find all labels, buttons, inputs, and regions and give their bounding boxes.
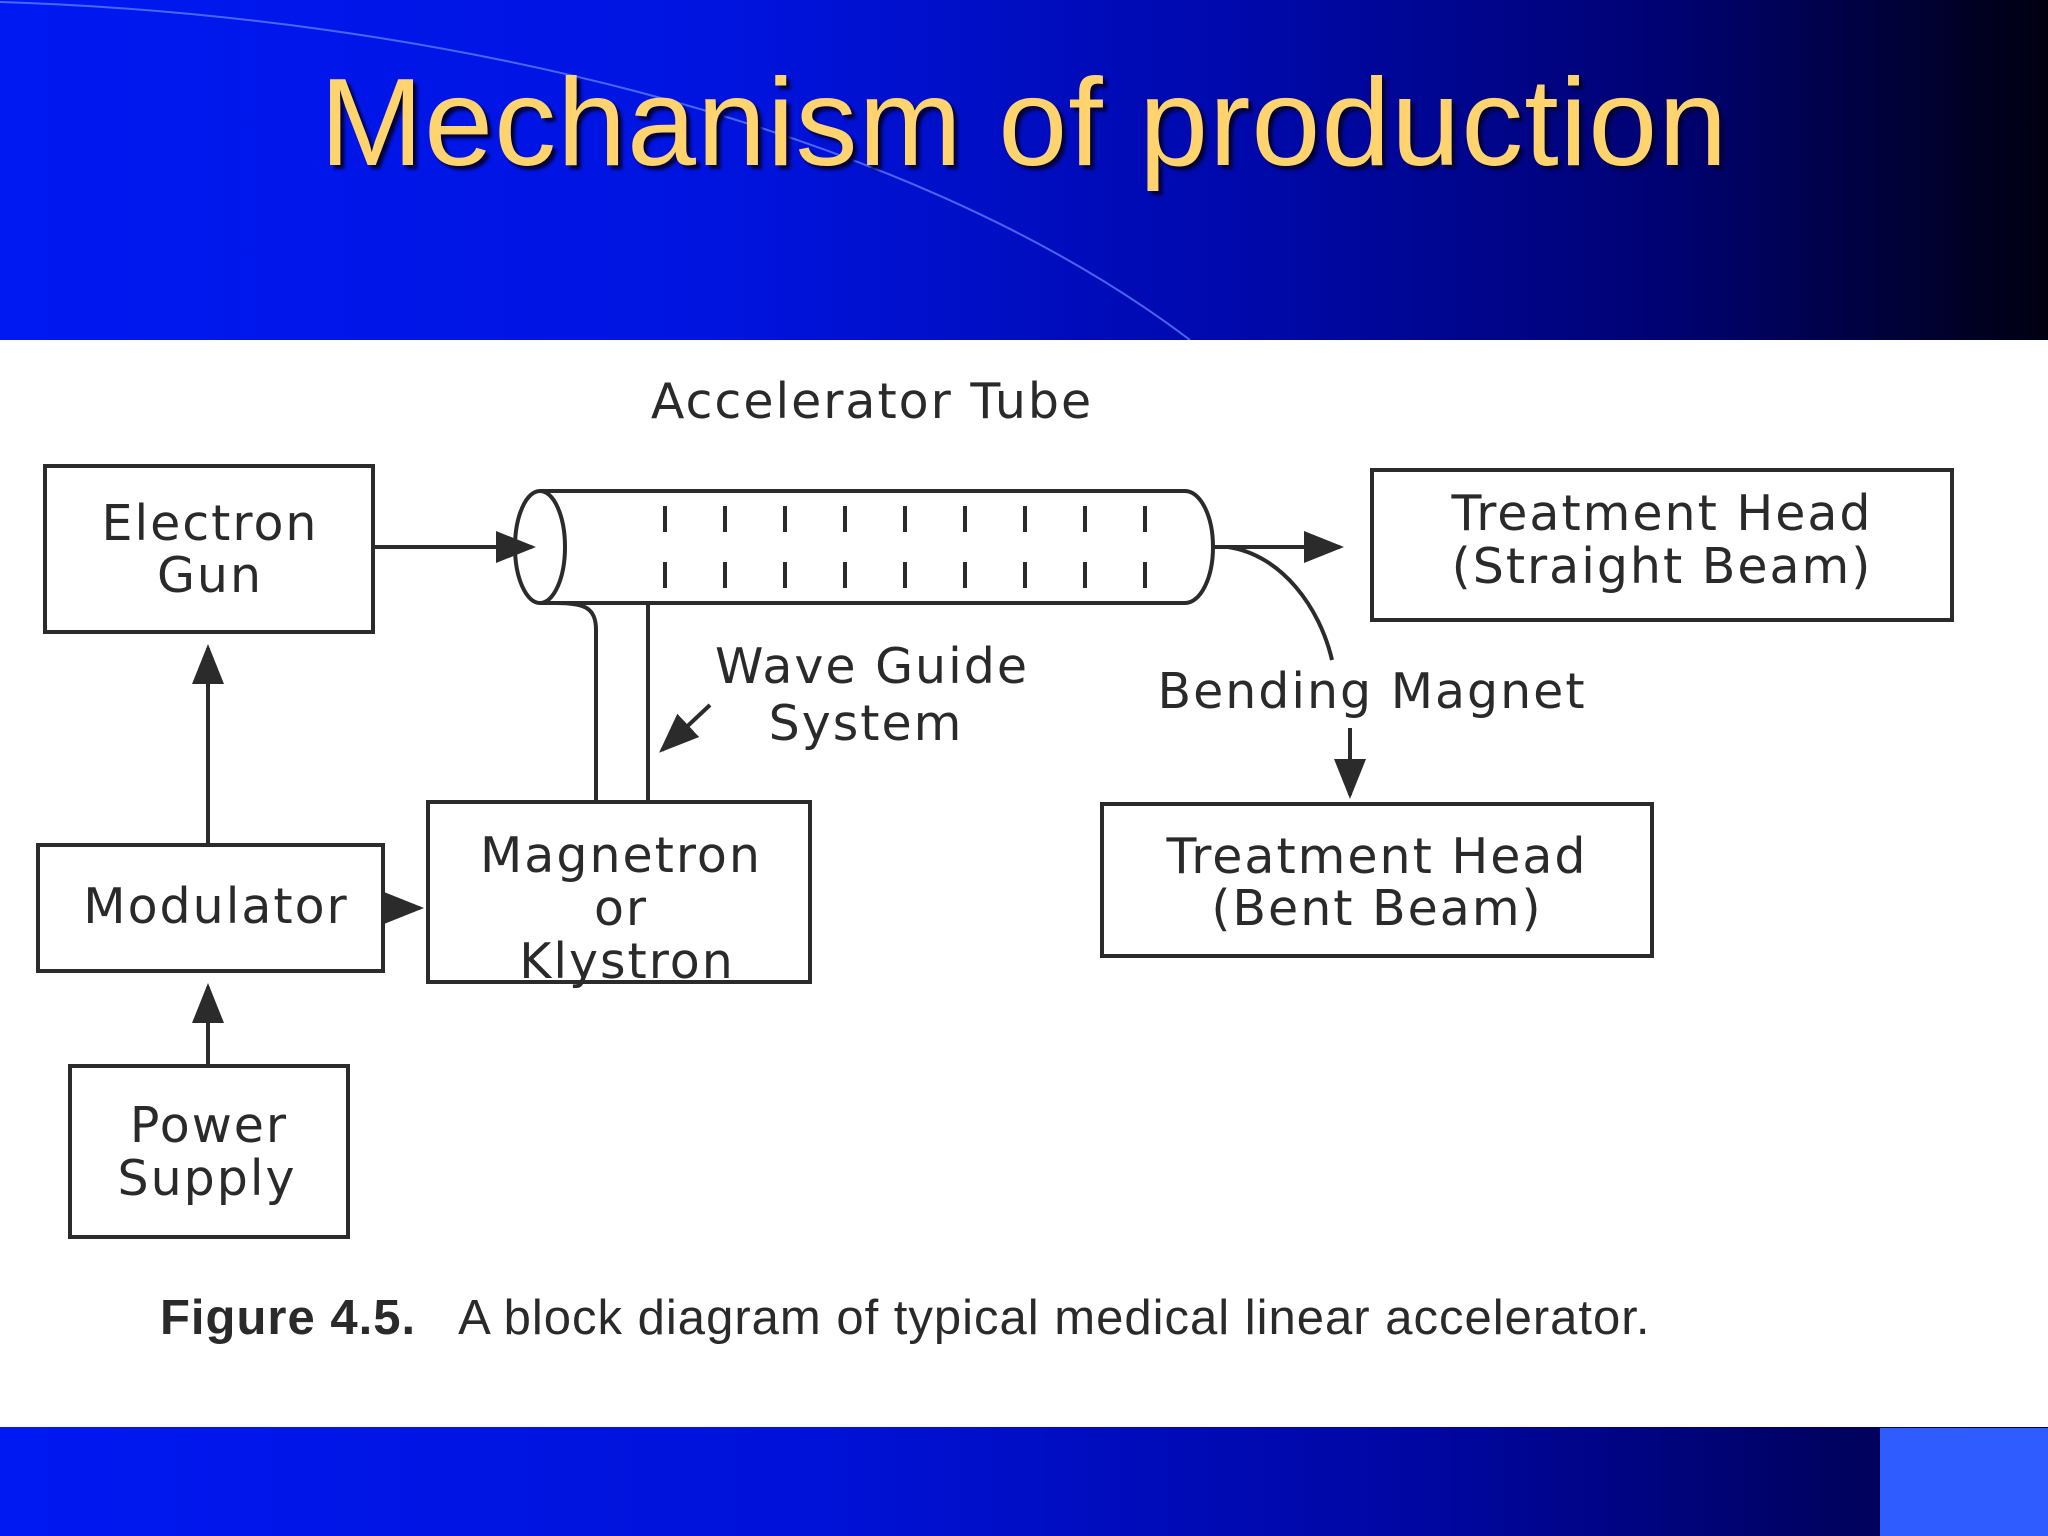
accelerator-cavity-marks <box>663 506 1147 588</box>
power-supply-block: Power Supply <box>68 1064 350 1239</box>
accelerator-tube-label: Accelerator Tube <box>651 373 1093 430</box>
treatment-head-bent-line1: Treatment Head <box>1165 828 1587 885</box>
magnetron-label-line2: or <box>594 880 648 937</box>
footer-corner-square <box>1880 1428 2048 1536</box>
wave-guide-label-line1: Wave Guide <box>715 638 1029 695</box>
bending-magnet-label: Bending Magnet <box>1157 663 1586 720</box>
magnetron-klystron-block: Magnetron or Klystron <box>426 800 812 990</box>
treatment-head-straight-block: Treatment Head (Straight Beam) <box>1370 468 1954 622</box>
accelerator-tube <box>513 489 1215 605</box>
treatment-head-straight-line1: Treatment Head <box>1450 485 1872 542</box>
slide-header: Mechanism of production <box>0 0 2048 340</box>
header-arc-decoration <box>0 1 1191 340</box>
slide-footer <box>0 1427 2048 1536</box>
figure-panel: Accelerator Tube Electron Gun <box>0 340 2048 1427</box>
waveguide-pointer-arrow <box>659 703 712 753</box>
figure-caption-label: Figure 4.5. <box>160 1291 417 1345</box>
wave-guide-label-line2: System <box>769 695 964 752</box>
waveguide-left-wall <box>555 601 598 802</box>
modulator-label: Modulator <box>83 878 348 935</box>
magnetron-label-line1: Magnetron <box>480 827 762 884</box>
electron-gun-label-line2: Gun <box>157 547 263 604</box>
block-diagram: Accelerator Tube Electron Gun <box>36 373 1954 1239</box>
treatment-head-straight-line2: (Straight Beam) <box>1452 538 1873 595</box>
figure-caption-text: A block diagram of typical medical linea… <box>458 1291 1651 1345</box>
slide-title: Mechanism of production <box>319 54 1729 192</box>
treatment-head-bent-line2: (Bent Beam) <box>1211 880 1542 937</box>
bending-magnet-curve <box>1227 545 1334 661</box>
figure-caption: Figure 4.5. A block diagram of typical me… <box>160 1290 1651 1346</box>
electron-gun-block: Electron Gun <box>43 464 375 634</box>
magnetron-label-line3: Klystron <box>519 933 735 990</box>
power-supply-label-line1: Power <box>130 1097 288 1154</box>
modulator-block: Modulator <box>36 843 385 973</box>
electron-gun-label-line1: Electron <box>102 495 319 552</box>
power-supply-label-line2: Supply <box>118 1150 297 1207</box>
treatment-head-bent-block: Treatment Head (Bent Beam) <box>1100 802 1654 958</box>
